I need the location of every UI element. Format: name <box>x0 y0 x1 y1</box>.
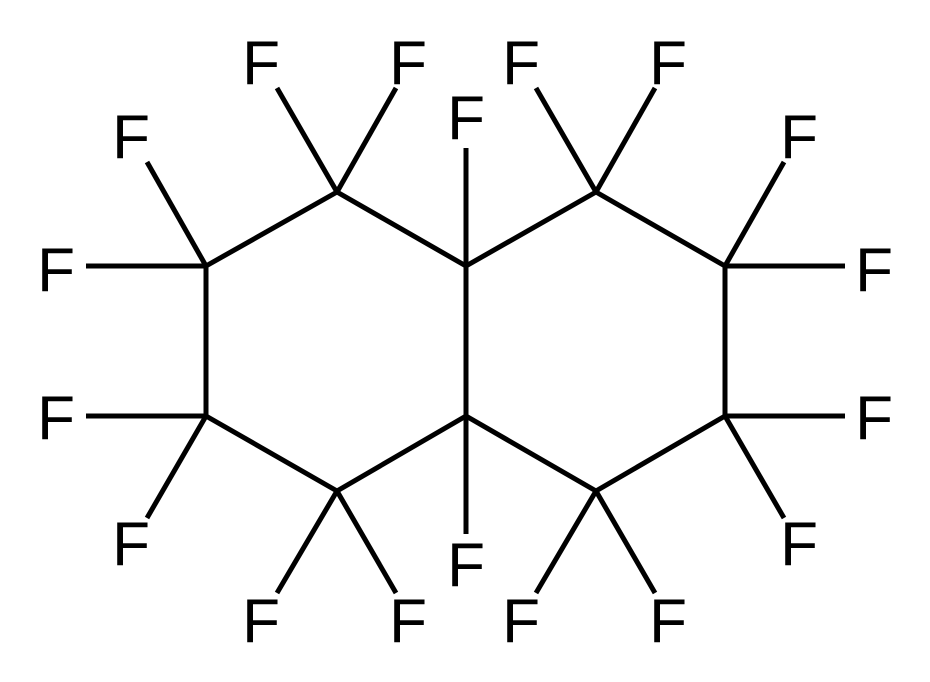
atom-f-c1-left: F <box>242 30 280 99</box>
atom-f-c2-upper: F <box>112 104 150 173</box>
bond-c1-f-left <box>274 86 340 194</box>
atom-f-c3-lower: F <box>112 511 150 580</box>
bond-c5-f-left <box>533 489 599 595</box>
bond-c8a-c1 <box>335 189 468 269</box>
atom-f-c7-right: F <box>855 237 893 306</box>
atom-f-c7-upper: F <box>780 104 818 173</box>
bond-c1-f-right <box>334 86 399 194</box>
bond-c8-c7 <box>594 189 727 269</box>
atom-f-c3-left: F <box>37 385 75 454</box>
atom-f-c4a: F <box>447 532 485 601</box>
atom-f-c4-left: F <box>242 588 280 657</box>
atom-f-c5-right: F <box>649 588 687 657</box>
bond-c2-f-upper <box>144 160 209 268</box>
bond-c5-c4a <box>464 413 598 494</box>
bond-c6-c5 <box>594 413 727 494</box>
atom-f-c5-left: F <box>502 588 540 657</box>
bond-c6-f-lower <box>722 414 787 520</box>
bond-c4-c4a <box>335 413 468 494</box>
atom-f-c1-right: F <box>389 30 427 99</box>
bond-c4-f-right <box>334 489 399 595</box>
bond-c3-f-lower <box>144 414 209 520</box>
atom-f-c8a: F <box>447 85 485 154</box>
atom-f-c2-left: F <box>37 237 75 306</box>
bond-c1-c2 <box>204 189 339 269</box>
bond-c7-f-upper <box>722 160 787 268</box>
bond-c4-f-left <box>274 489 340 595</box>
bond-c8a-c8 <box>464 189 598 269</box>
atom-f-c6-right: F <box>855 385 893 454</box>
atom-f-c6-lower: F <box>780 511 818 580</box>
atom-f-c4-right: F <box>389 588 427 657</box>
bond-c8-f-right <box>593 86 658 194</box>
atom-f-c8-right: F <box>649 30 687 99</box>
atom-f-c8-left: F <box>502 30 540 99</box>
bond-c3-c4 <box>204 413 339 494</box>
bond-c5-f-right <box>593 489 658 595</box>
bond-c8-f-left <box>533 86 599 194</box>
